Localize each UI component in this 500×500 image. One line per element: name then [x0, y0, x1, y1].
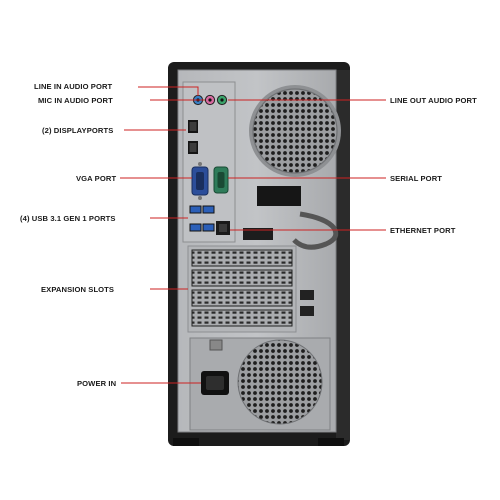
serial-port: [213, 166, 229, 194]
label-line-in-audio-port: LINE IN AUDIO PORT: [34, 82, 113, 91]
label-serial-port: SERIAL PORT: [390, 174, 443, 183]
label-displayports: (2) DISPLAYPORTS: [42, 126, 114, 135]
expansion-slot: [191, 309, 293, 327]
label-expansion-slots: EXPANSION SLOTS: [41, 285, 115, 294]
ethernet-port: [216, 221, 230, 235]
displayport: [188, 120, 198, 133]
label-vga-port: VGA PORT: [76, 174, 117, 183]
label-line-out-audio-port: LINE OUT AUDIO PORT: [390, 96, 477, 105]
label-power-in: POWER IN: [77, 379, 117, 388]
label-usb-ports: (4) USB 3.1 GEN 1 PORTS: [20, 214, 116, 223]
security-lock-loop: [243, 186, 339, 250]
expansion-slot: [191, 269, 293, 287]
line-out-audio-port: [216, 94, 228, 106]
usb-port: [202, 223, 215, 232]
displayport: [188, 141, 198, 154]
label-ethernet-port: ETHERNET PORT: [390, 226, 456, 235]
usb-port: [189, 223, 202, 232]
leader-line-line-in: [138, 86, 199, 96]
expansion-slot: [191, 249, 293, 267]
rear-fan-grille: [249, 85, 341, 177]
io-shield: [182, 81, 236, 243]
vga-port: [191, 162, 209, 200]
leader-lines: [120, 86, 386, 384]
label-mic-in-audio-port: MIC IN AUDIO PORT: [38, 96, 113, 105]
expansion-slot: [191, 289, 293, 307]
expansion-slots: [187, 245, 314, 333]
usb-port: [189, 205, 202, 214]
power-in-connector: [201, 371, 229, 395]
usb-port: [202, 205, 215, 214]
mic-in-audio-port: [204, 94, 216, 106]
